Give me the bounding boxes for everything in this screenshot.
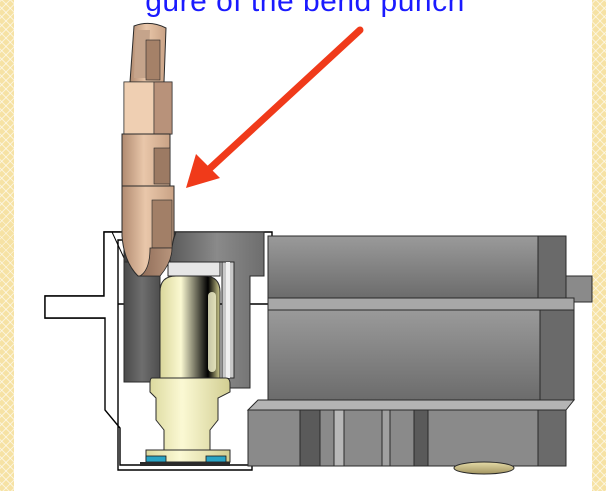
callout-arrow <box>186 26 364 188</box>
workpiece-pin <box>140 275 231 466</box>
die-block <box>246 235 593 475</box>
bend-punch <box>121 22 175 277</box>
slide-title: gure of the bend punch <box>145 0 465 18</box>
